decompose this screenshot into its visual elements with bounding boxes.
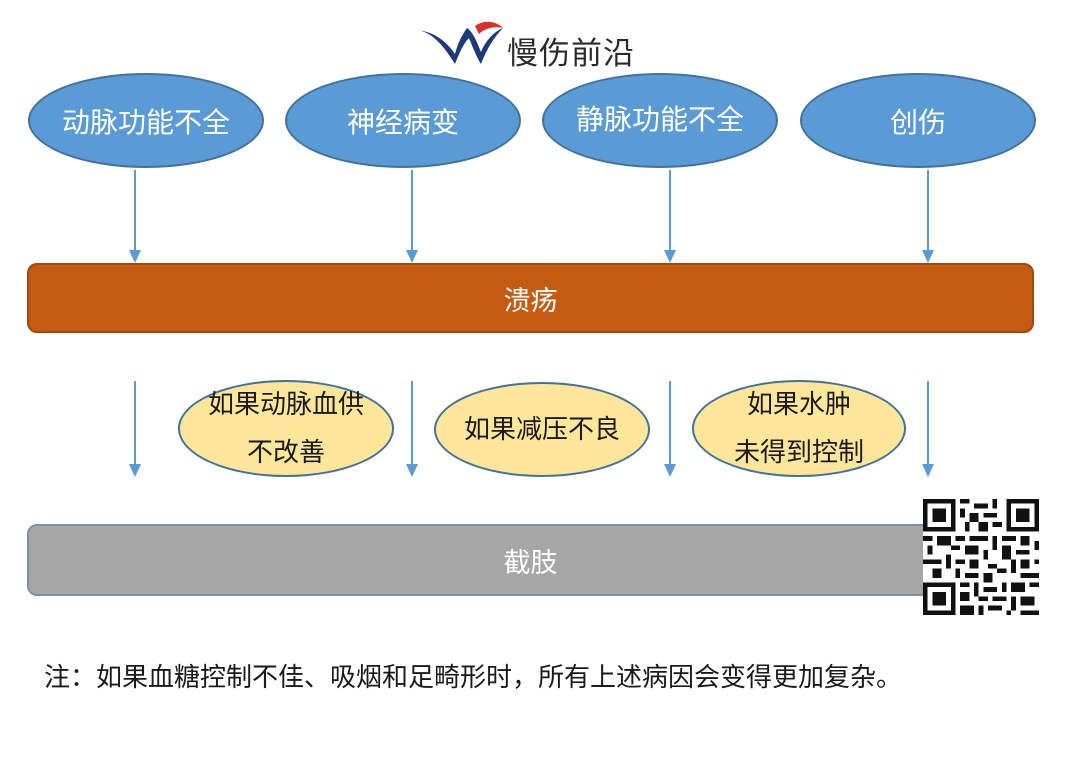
cause-trauma: 创伤 [800, 73, 1036, 168]
arrowhead [922, 464, 934, 477]
condition-offloading: 如果减压不良 [434, 382, 650, 477]
arrowhead [129, 464, 141, 477]
condition-arterial: 如果动脉血供 不改善 [178, 380, 394, 477]
arrowhead [922, 250, 934, 263]
qr-code-icon [921, 499, 1041, 615]
cause-neuropathy: 神经病变 [285, 73, 521, 168]
condition-line: 不改善 [246, 437, 325, 468]
brand-name: 慢伤前沿 [507, 36, 635, 72]
arrowhead [664, 250, 676, 263]
brand-logo: 慢伤前沿 [415, 14, 645, 72]
condition-line: 如果动脉血供 [207, 389, 364, 420]
ulcer-bar: 溃疡 [27, 263, 1034, 333]
ulcer-label: 溃疡 [503, 285, 558, 317]
amputation-bar: 截肢 [27, 524, 1034, 596]
condition-line: 如果水肿 [746, 389, 851, 420]
condition-line: 如果减压不良 [463, 414, 620, 445]
arrowhead [664, 464, 676, 477]
arrowhead [406, 464, 418, 477]
cause-venous-insufficiency: 静脉功能不全 [542, 73, 778, 168]
cause-label: 动脉功能不全 [61, 105, 230, 139]
amputation-label: 截肢 [503, 547, 558, 579]
swoosh-logo-icon [417, 21, 503, 64]
cause-label: 神经病变 [346, 105, 459, 139]
condition-line: 未得到控制 [733, 437, 864, 468]
arrowhead [406, 250, 418, 263]
condition-edema: 如果水肿 未得到控制 [692, 380, 906, 477]
cause-label: 静脉功能不全 [575, 102, 744, 136]
footnote: 注：如果血糖控制不佳、吸烟和足畸形时，所有上述病因会变得更加复杂。 [44, 663, 903, 693]
arrowhead [129, 250, 141, 263]
cause-label: 创伤 [889, 105, 946, 139]
cause-arterial-insufficiency: 动脉功能不全 [28, 73, 264, 168]
